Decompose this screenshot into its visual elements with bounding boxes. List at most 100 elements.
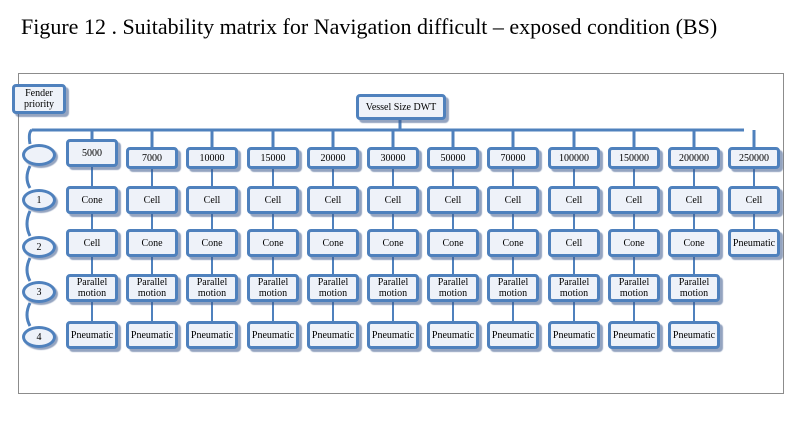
vessel-size-10000: 10000 [186,147,238,169]
fender-cell-p3-5000: Parallel motion [66,274,118,302]
fender-type-label: Parallel motion [558,277,590,299]
fender-cell-p3-10000: Parallel motion [186,274,238,302]
priority-number: 1 [36,194,42,206]
fender-type-label: Pneumatic [552,329,596,341]
fender-type-label: Parallel motion [136,277,168,299]
fender-type-label: Pneumatic [70,329,114,341]
fender-cell-p3-20000: Parallel motion [307,274,359,302]
fender-type-label: Cell [565,237,583,249]
spine-2 [25,210,32,237]
figure-caption: Figure 12 . Suitability matrix for Navig… [21,14,718,39]
fender-cell-p3-200000: Parallel motion [668,274,720,302]
fender-cell-p3-70000: Parallel motion [487,274,539,302]
fender-cell-p4-20000: Pneumatic [307,321,359,349]
fender-type-label: Pneumatic [431,329,475,341]
vessel-size-20000: 20000 [307,147,359,169]
vessel-size-150000: 150000 [608,147,660,169]
fender-type-label: Cone [683,237,705,249]
vessel-size-value: 150000 [619,152,649,164]
fender-type-label: Cone [623,237,645,249]
fender-cell-p3-100000: Parallel motion [548,274,600,302]
fender-cell-p4-10000: Pneumatic [186,321,238,349]
vessel-size-value: 70000 [500,152,526,164]
priority-circle-1: 1 [22,189,56,211]
priority-number: 3 [36,286,42,298]
fender-type-label: Pneumatic [491,329,535,341]
fender-cell-p2-10000: Cone [186,229,238,257]
vessel-size-value: 200000 [679,152,709,164]
fender-cell-p2-7000: Cone [126,229,178,257]
fender-type-label: Pneumatic [190,329,234,341]
fender-type-label: Cell [264,194,282,206]
fender-cell-p1-250000: Cell [728,186,780,214]
fender-type-label: Parallel motion [678,277,710,299]
fender-cell-p3-7000: Parallel motion [126,274,178,302]
priority-number: 2 [36,241,42,253]
fender-cell-p3-15000: Parallel motion [247,274,299,302]
fender-type-label: Parallel motion [437,277,469,299]
fender-type-label: Parallel motion [377,277,409,299]
fender-type-label: Parallel motion [618,277,650,299]
vessel-size-value: 30000 [380,152,406,164]
fender-cell-p4-70000: Pneumatic [487,321,539,349]
fender-type-label: Cell [384,194,402,206]
fender-type-label: Parallel motion [497,277,529,299]
fender-type-label: Cone [141,237,163,249]
fender-cell-p4-50000: Pneumatic [427,321,479,349]
priority-number: 4 [36,331,42,343]
fender-type-label: Cell [745,194,763,206]
vessel-size-100000: 100000 [548,147,600,169]
fender-cell-p1-15000: Cell [247,186,299,214]
fender-cell-p2-100000: Cell [548,229,600,257]
fender-type-label: Parallel motion [317,277,349,299]
fender-cell-p1-7000: Cell [126,186,178,214]
vessel-size-50000: 50000 [427,147,479,169]
fender-cell-p3-30000: Parallel motion [367,274,419,302]
spine-1 [25,165,32,189]
vessel-size-7000: 7000 [126,147,178,169]
fender-type-label: Pneumatic [371,329,415,341]
fender-type-label: Parallel motion [196,277,228,299]
fender-type-label: Pneumatic [612,329,656,341]
vessel-size-30000: 30000 [367,147,419,169]
fender-type-label: Cell [685,194,703,206]
fender-cell-p2-70000: Cone [487,229,539,257]
fender-type-label: Cell [504,194,522,206]
fender-type-label: Cone [502,237,524,249]
vessel-size-label: Vessel Size DWT [365,101,437,113]
fender-cell-p1-50000: Cell [427,186,479,214]
fender-cell-p2-250000: Pneumatic [728,229,780,257]
fender-cell-p1-200000: Cell [668,186,720,214]
fender-type-label: Pneumatic [311,329,355,341]
fender-cell-p2-5000: Cell [66,229,118,257]
fender-type-label: Cell [444,194,462,206]
fender-cell-p2-20000: Cone [307,229,359,257]
vessel-size-box: Vessel Size DWT [356,94,446,120]
fender-type-label: Cell [203,194,221,206]
fender-type-label: Pneumatic [130,329,174,341]
fender-type-label: Cone [81,194,103,206]
vessel-size-value: 15000 [260,152,286,164]
fender-cell-p2-200000: Cone [668,229,720,257]
fender-type-label: Cone [442,237,464,249]
fender-cell-p2-150000: Cone [608,229,660,257]
root-connector [27,128,33,145]
fender-priority-label: Fender priority [24,88,54,110]
fender-cell-p4-150000: Pneumatic [608,321,660,349]
fender-type-label: Cell [83,237,101,249]
fender-cell-p3-150000: Parallel motion [608,274,660,302]
fender-type-label: Cone [262,237,284,249]
vessel-size-value: 7000 [142,152,162,164]
fender-cell-p4-5000: Pneumatic [66,321,118,349]
fender-cell-p2-15000: Cone [247,229,299,257]
spine-4 [25,302,32,327]
vessel-size-250000: 250000 [728,147,780,169]
root-node [22,144,56,166]
fender-cell-p3-50000: Parallel motion [427,274,479,302]
fender-type-label: Pneumatic [672,329,716,341]
vessel-size-value: 10000 [199,152,225,164]
fender-type-label: Pneumatic [251,329,295,341]
fender-cell-p1-100000: Cell [548,186,600,214]
fender-type-label: Cell [324,194,342,206]
fender-type-label: Parallel motion [257,277,289,299]
